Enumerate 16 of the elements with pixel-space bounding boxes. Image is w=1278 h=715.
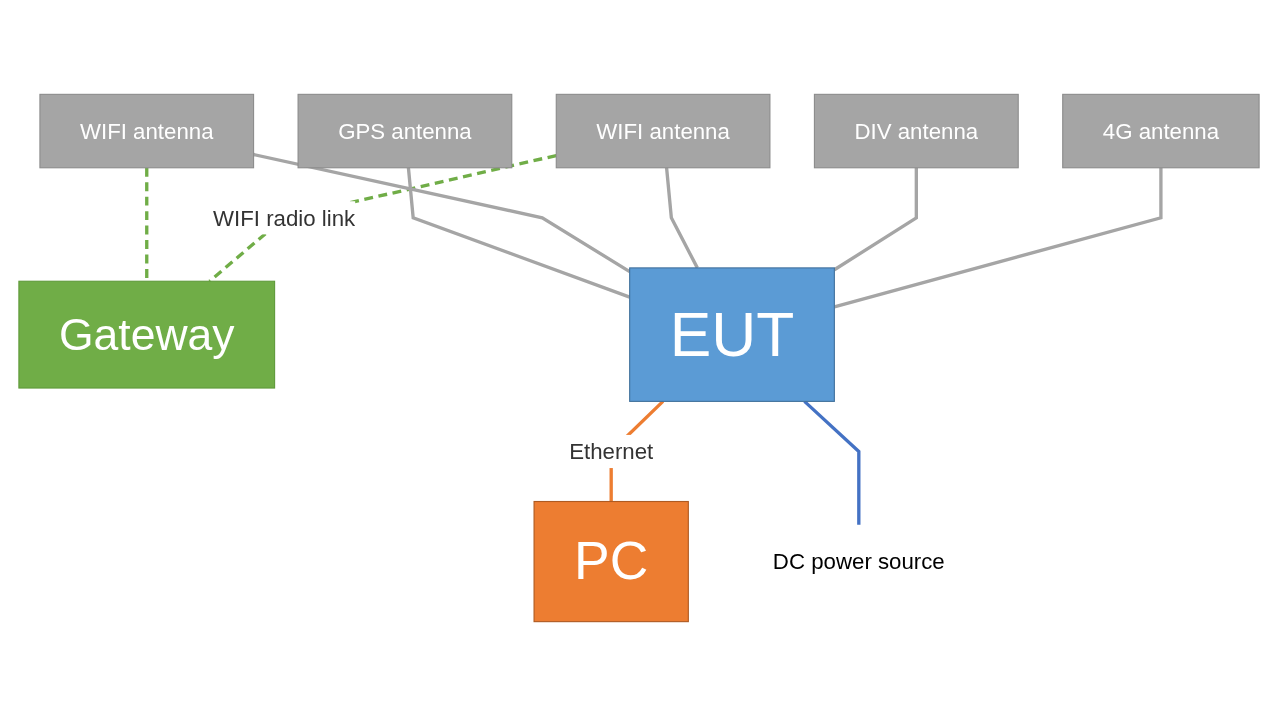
- node-box: GPS antenna: [297, 93, 513, 168]
- connector: [803, 399, 861, 525]
- node-box: DIV antenna: [813, 93, 1019, 168]
- node-box: 4G antenna: [1062, 93, 1260, 168]
- connector: [664, 167, 699, 269]
- node-box: WIFI antenna: [555, 93, 771, 168]
- connector: [833, 167, 918, 271]
- node-box: EUT: [629, 266, 835, 402]
- edge-label: Ethernet: [569, 438, 654, 464]
- node-box: PC: [533, 500, 689, 622]
- connector: [145, 167, 149, 281]
- node-text: DC power source: [772, 548, 945, 574]
- node-box: Gateway: [18, 280, 276, 389]
- edge-label: WIFI radio link: [213, 205, 356, 230]
- connector: [833, 167, 1163, 308]
- node-box: WIFI antenna: [39, 93, 255, 168]
